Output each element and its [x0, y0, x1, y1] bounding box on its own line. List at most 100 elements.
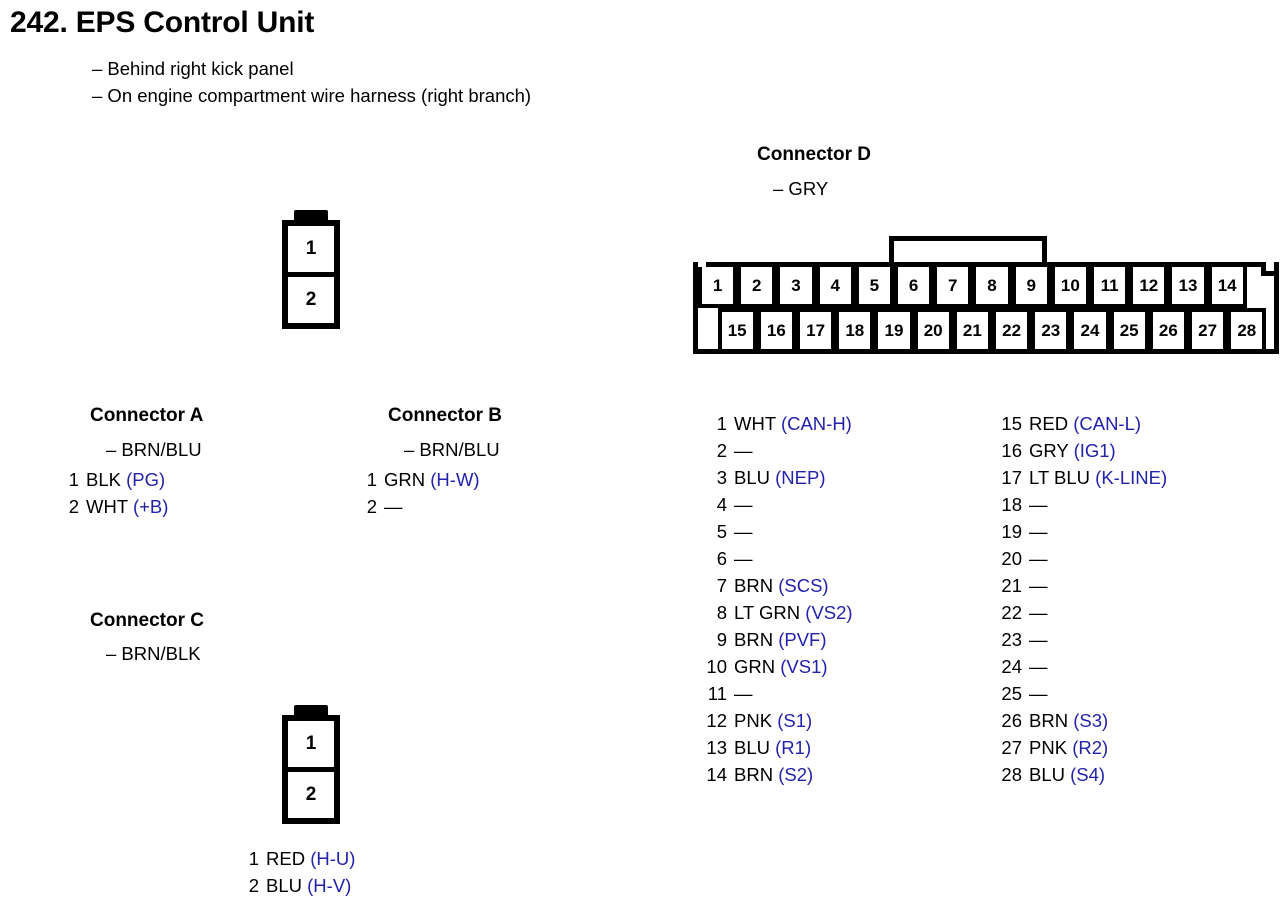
pin-number: 2 [248, 875, 259, 896]
pin-number: 11 [707, 683, 727, 704]
signal-name: (SCS) [778, 575, 829, 596]
pin-number: 21 [1001, 575, 1022, 596]
wire-color: — [734, 440, 753, 461]
connector-a-subtitle: – BRN/BLU [106, 439, 202, 460]
page-title: 242. EPS Control Unit [10, 6, 315, 39]
pin-number: 1 [716, 413, 727, 434]
wire-color: GRY [1029, 440, 1069, 461]
pin-cell-13: 13 [1168, 267, 1208, 308]
wire-color: WHT [734, 413, 776, 434]
connector-c-pin-diagram: 1 2 [282, 705, 340, 824]
pin-cell-20: 20 [913, 308, 953, 349]
pin-cell-8: 8 [972, 267, 1012, 308]
pin-number: 18 [1001, 494, 1022, 515]
wire-color: PNK [1029, 737, 1068, 758]
pin-row: 24— [1000, 653, 1167, 680]
signal-name: (PVF) [778, 629, 827, 650]
pin-number: 3 [716, 467, 727, 488]
pin-cell-1: 1 [288, 721, 334, 772]
signal-name: (H-U) [310, 848, 356, 869]
pin-number: 2 [68, 496, 79, 517]
connector-c-subtitle: – BRN/BLK [106, 643, 201, 664]
pin-row: 21 — [1000, 572, 1167, 599]
wire-color: BLU [734, 467, 770, 488]
pin-number: 28 [1001, 764, 1022, 785]
pin-number: 1 [68, 469, 79, 490]
wire-color: BRN [734, 575, 774, 596]
wire-color: LT BLU [1029, 467, 1091, 488]
pin-cell-19: 19 [874, 308, 914, 349]
pin-number: 17 [1001, 467, 1022, 488]
wire-color: BLU [1029, 764, 1065, 785]
signal-name: (S3) [1073, 710, 1109, 731]
pin-number: 26 [1001, 710, 1022, 731]
pin-row: 22— [1000, 599, 1167, 626]
pin-cell-16: 16 [756, 308, 796, 349]
pin-number: 4 [716, 494, 727, 515]
wire-color: — [1029, 521, 1048, 542]
wire-color: LT GRN [734, 602, 801, 623]
pin-cell-1: 1 [698, 267, 738, 308]
wire-color: RED [1029, 413, 1069, 434]
pin-cell-9: 9 [1011, 267, 1051, 308]
pin-cell-7: 7 [933, 267, 973, 308]
pin-cell-6: 6 [894, 267, 934, 308]
pin-row: 6— [705, 545, 853, 572]
pin-cell-2: 2 [288, 277, 334, 323]
connector-body: 1 2 [282, 220, 340, 329]
pin-row: 25 — [1000, 680, 1167, 707]
pin-row: 23— [1000, 626, 1167, 653]
connector-b-subtitle: – BRN/BLU [404, 439, 500, 460]
wire-color: — [1029, 575, 1048, 596]
pin-row: 20— [1000, 545, 1167, 572]
pin-number: 6 [716, 548, 727, 569]
pin-cell-25: 25 [1109, 308, 1149, 349]
pin-number: 10 [706, 656, 727, 677]
pin-cell-27: 27 [1188, 308, 1228, 349]
pin-cell-12: 12 [1129, 267, 1169, 308]
connector-latch-tab [294, 705, 328, 715]
wire-color: — [1029, 602, 1048, 623]
wire-color: — [1029, 494, 1048, 515]
signal-name: (H-V) [307, 875, 352, 896]
pin-row: 5— [705, 518, 853, 545]
pin-cell-10: 10 [1050, 267, 1090, 308]
signal-name: (H-W) [430, 469, 480, 490]
wire-color: BLK [86, 469, 121, 490]
wire-color: BRN [1029, 710, 1069, 731]
pin-number: 14 [706, 764, 727, 785]
pin-row: 19— [1000, 518, 1167, 545]
pin-cell-3: 3 [776, 267, 816, 308]
pin-number: 16 [1001, 440, 1022, 461]
pin-cell-15: 15 [717, 308, 757, 349]
wire-color: — [384, 496, 403, 517]
connector-latch-tab [294, 210, 328, 220]
signal-name: (+B) [132, 496, 169, 517]
connector-body: 1 2 [282, 715, 340, 824]
pin-cell-1: 1 [288, 226, 334, 277]
pin-cell-2: 2 [288, 772, 334, 818]
signal-name: (VS2) [805, 602, 853, 623]
pin-number: 12 [706, 710, 727, 731]
pin-number: 20 [1001, 548, 1022, 569]
pin-number: 25 [1001, 683, 1022, 704]
wire-color: — [1029, 683, 1048, 704]
wire-color: — [734, 548, 753, 569]
wire-color: — [734, 683, 753, 704]
connector-latch-bracket [889, 236, 1047, 264]
